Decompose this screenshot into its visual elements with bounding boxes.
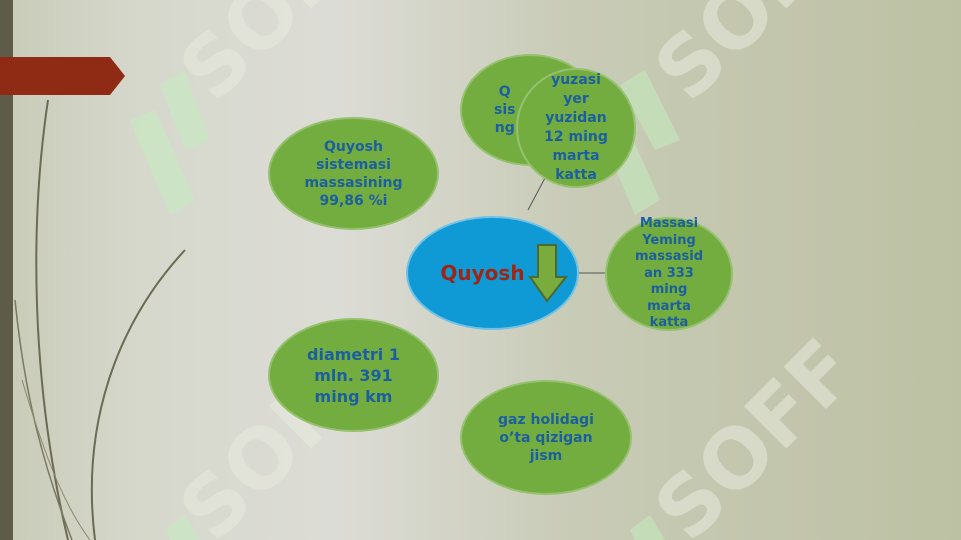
node-diameter-label: diametri 1 mln. 391 ming km xyxy=(307,344,400,406)
node-hidden-overlap-label: Q sis ng xyxy=(494,84,516,136)
node-surface-label: yuzasi yer yuzidan 12 ming marta katta xyxy=(544,72,608,183)
node-gas-label: gaz holidagi o’ta qizigan jism xyxy=(498,411,594,464)
center-node-label: Quyosh xyxy=(440,261,525,285)
node-diameter: diametri 1 mln. 391 ming km xyxy=(268,318,439,432)
node-mass-label: Massasi Yeming massasid an 333 ming mart… xyxy=(634,216,704,331)
node-mass-share: Quyosh sistemasi massasining 99,86 %i xyxy=(268,117,439,230)
node-gas: gaz holidagi o’ta qizigan jism xyxy=(460,380,632,495)
node-surface: yuzasi yer yuzidan 12 ming marta katta xyxy=(516,68,636,188)
title-tab-marker xyxy=(0,57,125,95)
node-mass: Massasi Yeming massasid an 333 ming mart… xyxy=(605,216,733,331)
left-accent-bar xyxy=(0,0,13,540)
node-mass-share-label: Quyosh sistemasi massasining 99,86 %i xyxy=(304,138,403,209)
down-arrow-icon xyxy=(528,244,568,303)
